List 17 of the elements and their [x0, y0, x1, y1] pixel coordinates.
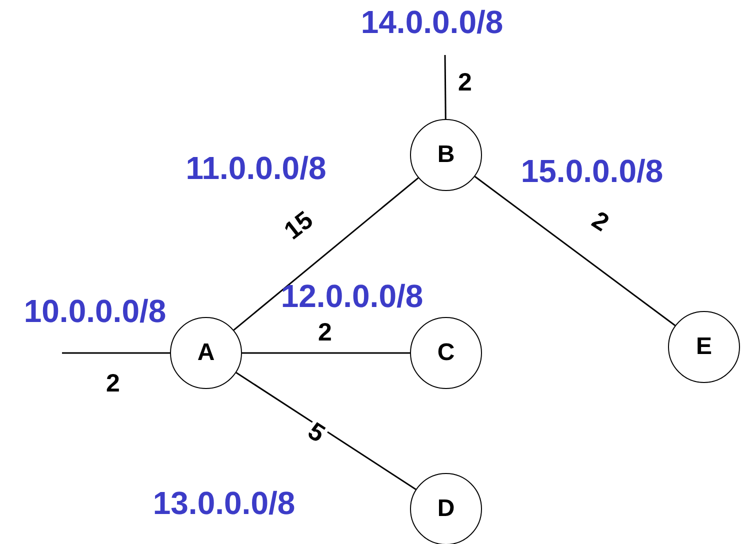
- router-circle: A: [170, 317, 242, 389]
- link-line: [233, 177, 419, 331]
- network-prefix: 13.0.0.0/8: [152, 487, 296, 519]
- router-circle: E: [668, 311, 740, 383]
- router-circle: C: [410, 317, 482, 389]
- router-circle: B: [410, 119, 482, 191]
- network-prefix: 11.0.0.0/8: [186, 152, 326, 184]
- router-circle: D: [410, 473, 482, 544]
- network-prefix: 12.0.0.0/8: [280, 280, 424, 312]
- link-line: [444, 55, 446, 119]
- network-prefix: 14.0.0.0/8: [360, 6, 504, 38]
- link-line: [242, 352, 410, 354]
- link-line: [236, 372, 416, 490]
- link-line: [62, 352, 170, 354]
- network-prefix: 10.0.0.0/8: [24, 295, 166, 327]
- link-line: [474, 176, 676, 326]
- network-prefix: 15.0.0.0/8: [520, 155, 664, 187]
